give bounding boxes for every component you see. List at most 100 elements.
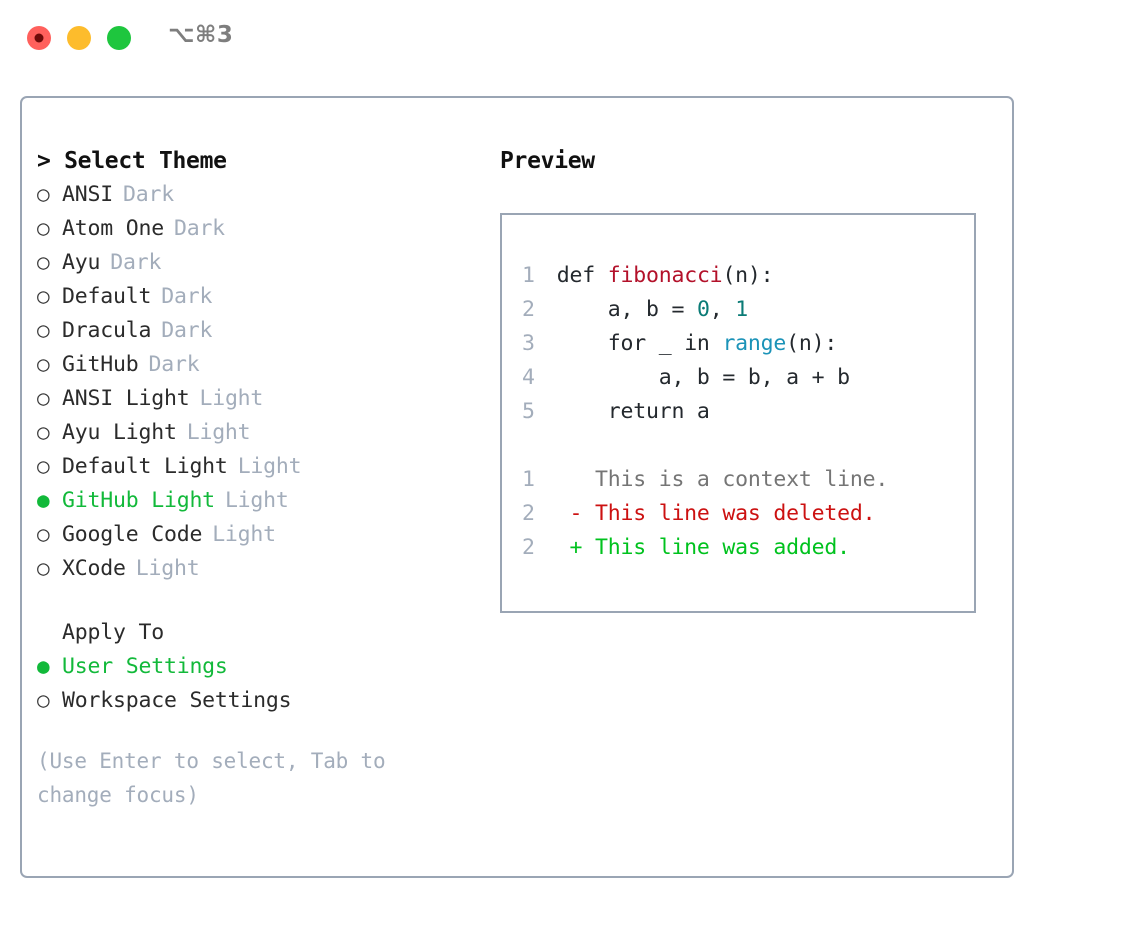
- code-token-plain: for _ in: [556, 331, 723, 356]
- theme-item-label: Dracula: [62, 318, 152, 343]
- apply-to-options: ●User Settings○ Workspace Settings: [37, 654, 497, 722]
- maximize-button[interactable]: [107, 26, 131, 50]
- caret-icon: >: [37, 148, 51, 174]
- theme-item-label: Ayu Light: [62, 420, 177, 445]
- select-theme-heading-label: Select Theme: [64, 148, 227, 174]
- theme-item-badge: Light: [199, 386, 264, 411]
- apply-to-option[interactable]: ●User Settings: [37, 654, 497, 688]
- theme-item-badge: Light: [224, 488, 289, 513]
- diff-line-ctx: 1 This is a context line.: [522, 463, 974, 497]
- theme-item-badge: Dark: [161, 284, 213, 309]
- code-token-plain: (n):: [722, 263, 774, 288]
- radio-unselected-icon: ○: [37, 318, 50, 342]
- code-token-num: 1: [735, 297, 748, 322]
- radio-unselected-icon: ○: [37, 454, 50, 478]
- window-shortcut-label: ⌥⌘3: [168, 22, 234, 48]
- code-token-num: 0: [696, 297, 710, 322]
- radio-unselected-icon: ○: [37, 284, 50, 308]
- radio-unselected-icon: ○: [37, 386, 50, 410]
- theme-item-label: Default Light: [62, 454, 228, 479]
- code-token-func: fibonacci: [607, 263, 723, 288]
- code-line: 3 for _ in range(n):: [522, 327, 974, 361]
- code-token-plain: def: [556, 263, 608, 288]
- title-bar: ⌥⌘3: [0, 0, 1140, 78]
- diff-line-number: 2: [522, 501, 535, 526]
- select-theme-heading-text: > Select Theme: [37, 148, 227, 174]
- code-diff-separator: [522, 429, 974, 463]
- theme-item-label: Atom One: [62, 216, 164, 241]
- select-theme-heading: > Select Theme: [37, 148, 497, 182]
- code-line-number: 2: [522, 297, 535, 322]
- theme-list-item[interactable]: ○ Default Light Light: [37, 454, 497, 488]
- code-line: 5 return a: [522, 395, 974, 429]
- diff-line-number: 2: [522, 535, 535, 560]
- theme-item-badge: Light: [237, 454, 302, 479]
- apply-to-option-label: Workspace Settings: [62, 688, 292, 713]
- theme-list-item[interactable]: ○ Atom One Dark: [37, 216, 497, 250]
- theme-item-label: GitHub: [62, 352, 139, 377]
- code-line-number: 4: [522, 365, 535, 390]
- diff-line-add: 2 + This line was added.: [522, 531, 974, 565]
- diff-line-text: + This line was added.: [544, 535, 850, 560]
- traffic-lights: [27, 26, 131, 50]
- radio-unselected-icon: ○: [37, 556, 50, 580]
- preview-column: Preview 1 def fibonacci(n):2 a, b = 0, 1…: [500, 148, 1000, 613]
- keyboard-hint-line-2: change focus): [37, 783, 199, 807]
- theme-item-badge: Dark: [161, 318, 213, 343]
- theme-list-item[interactable]: ○ Default Dark: [37, 284, 497, 318]
- radio-unselected-icon: ○: [37, 420, 50, 444]
- diff-sample: 1 This is a context line.2 - This line w…: [522, 463, 974, 565]
- theme-list-item[interactable]: ○ Dracula Dark: [37, 318, 497, 352]
- minimize-button[interactable]: [67, 26, 91, 50]
- apply-to-spacer: [37, 590, 497, 620]
- diff-line-number: 1: [522, 467, 535, 492]
- code-line-number: 5: [522, 399, 535, 424]
- diff-line-text: - This line was deleted.: [544, 501, 876, 526]
- code-token-call: range: [722, 331, 787, 356]
- diff-line-text: This is a context line.: [544, 467, 889, 492]
- code-line: 2 a, b = 0, 1: [522, 293, 974, 327]
- theme-item-badge: Dark: [110, 250, 162, 275]
- preview-title: Preview: [500, 148, 595, 174]
- theme-item-label: ANSI: [62, 182, 113, 207]
- theme-item-badge: Light: [212, 522, 276, 547]
- apply-to-option[interactable]: ○ Workspace Settings: [37, 688, 497, 722]
- code-token-plain: (n):: [786, 331, 838, 356]
- radio-selected-icon: ●: [37, 654, 50, 678]
- keyboard-hint-line-1: (Use Enter to select, Tab to: [37, 749, 386, 773]
- theme-item-badge: Dark: [173, 216, 225, 241]
- diff-line-del: 2 - This line was deleted.: [522, 497, 974, 531]
- theme-item-label: Default: [62, 284, 152, 309]
- theme-item-badge: Dark: [148, 352, 200, 377]
- recording-indicator-icon: [34, 33, 44, 43]
- theme-item-badge: Light: [186, 420, 251, 445]
- code-line: 1 def fibonacci(n):: [522, 259, 974, 293]
- radio-unselected-icon: ○: [37, 688, 50, 712]
- radio-unselected-icon: ○: [37, 216, 50, 240]
- theme-list-item[interactable]: ○ Ayu Light Light: [37, 420, 497, 454]
- theme-list-item[interactable]: ○ XCode Light: [37, 556, 497, 590]
- code-token-plain: a, b = b, a + b: [556, 365, 850, 390]
- theme-item-badge: Light: [135, 556, 200, 581]
- theme-item-label: XCode: [62, 556, 126, 581]
- code-line-number: 1: [522, 263, 535, 288]
- theme-item-label: Ayu: [62, 250, 101, 275]
- theme-item-label: Google Code: [62, 522, 203, 547]
- code-token-plain: a, b =: [556, 297, 697, 322]
- code-line: 4 a, b = b, a + b: [522, 361, 974, 395]
- close-button[interactable]: [27, 26, 51, 50]
- hint-spacer: [37, 722, 497, 742]
- apply-to-title: Apply To: [62, 620, 164, 645]
- apply-to-heading: Apply To: [37, 620, 497, 654]
